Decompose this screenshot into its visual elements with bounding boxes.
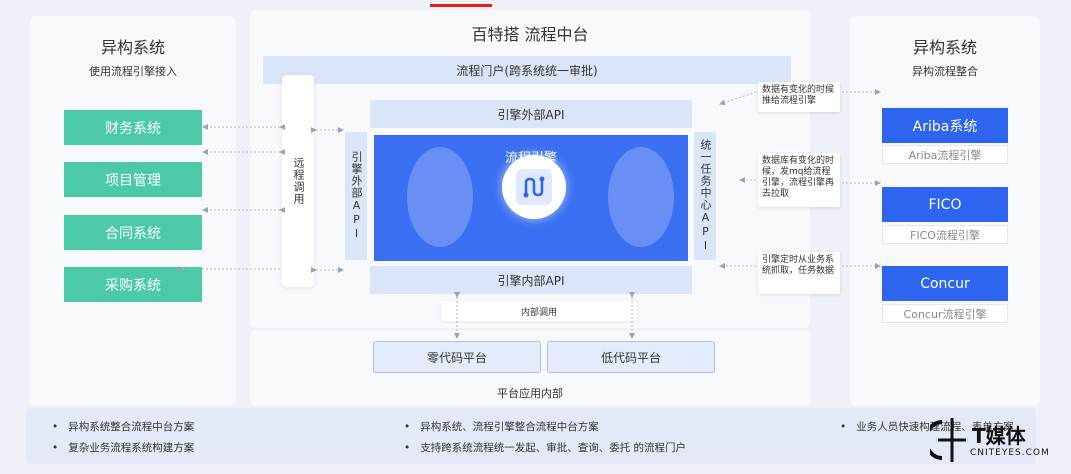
watermark-logo	[924, 416, 970, 464]
system-fico[interactable]: FICO	[882, 187, 1008, 222]
engine-external-api-side: 引擎外部API	[345, 132, 367, 260]
system-project[interactable]: 项目管理	[64, 162, 202, 197]
engine-icon	[516, 169, 552, 205]
center-title: 百特搭 流程中台	[471, 25, 589, 44]
left-title: 异构系统	[100, 38, 165, 57]
zero-code-platform[interactable]: 零代码平台	[373, 341, 541, 373]
bullet-complex-process: 复杂业务流程系统构建方案	[52, 440, 194, 455]
system-ariba[interactable]: Ariba系统	[882, 108, 1008, 143]
top-accent-line	[430, 4, 492, 7]
engine-core: 流程引擎	[374, 135, 688, 261]
bullet-engine-integration: 异构系统、流程引擎整合流程中台方案	[404, 419, 599, 434]
bullet-area	[26, 408, 1036, 464]
low-code-platform[interactable]: 低代码平台	[547, 341, 715, 373]
note-schedule: 引擎定时从业务系统抓取，任务数据	[758, 252, 840, 294]
left-subtitle: 使用流程引擎接入	[89, 65, 177, 78]
workflow-path-icon	[523, 176, 545, 198]
engine-ariba: Ariba流程引擎	[882, 145, 1008, 164]
system-concur[interactable]: Concur	[882, 266, 1008, 301]
bullet-portal: 支持跨系统流程统一发起、审批、查询、委托 的流程门户	[404, 440, 686, 455]
system-contract[interactable]: 合同系统	[64, 215, 202, 250]
engine-fico: FICO流程引擎	[882, 225, 1008, 244]
remote-call-label: 远程调用	[292, 157, 305, 205]
note-mq: 数据库有变化的时候，发mq给流程引擎，流程引擎再去拉取	[758, 153, 840, 207]
watermark-text: T媒体	[972, 424, 1026, 448]
bullet-heterogeneous-integration: 异构系统整合流程中台方案	[52, 419, 194, 434]
system-finance[interactable]: 财务系统	[64, 110, 202, 145]
note-push: 数据有变化的时候推给流程引擎	[758, 82, 840, 112]
engine-concur: Concur流程引擎	[882, 304, 1008, 323]
right-subtitle: 异构流程整合	[912, 65, 978, 78]
engine-logo-ring	[502, 155, 566, 219]
internal-call-box: 内部调用	[441, 301, 637, 321]
engine-internal-api-band: 引擎内部API	[370, 266, 692, 294]
watermark-site: CNITEYES.COM	[970, 448, 1050, 458]
engine-external-api-side-label: 引擎外部API	[350, 151, 363, 241]
right-title: 异构系统	[912, 38, 977, 57]
tmedia-logo-icon	[924, 418, 966, 462]
task-center-api-side: 统一任务中心API	[694, 132, 716, 260]
left-panel	[30, 16, 236, 406]
task-center-api-label: 统一任务中心API	[699, 139, 712, 253]
remote-call-box: 远程调用	[282, 75, 314, 287]
engine-left-disc	[407, 147, 473, 247]
engine-external-api-band: 引擎外部API	[370, 100, 692, 128]
platform-internal-label: 平台应用内部	[497, 387, 563, 400]
portal-band: 流程门户(跨系统统一审批)	[263, 56, 791, 84]
engine-right-disc	[608, 147, 674, 247]
bullet-quick-build: 业务人员快速构建流程、表单方案	[840, 419, 1014, 434]
system-purchase[interactable]: 采购系统	[64, 267, 202, 302]
